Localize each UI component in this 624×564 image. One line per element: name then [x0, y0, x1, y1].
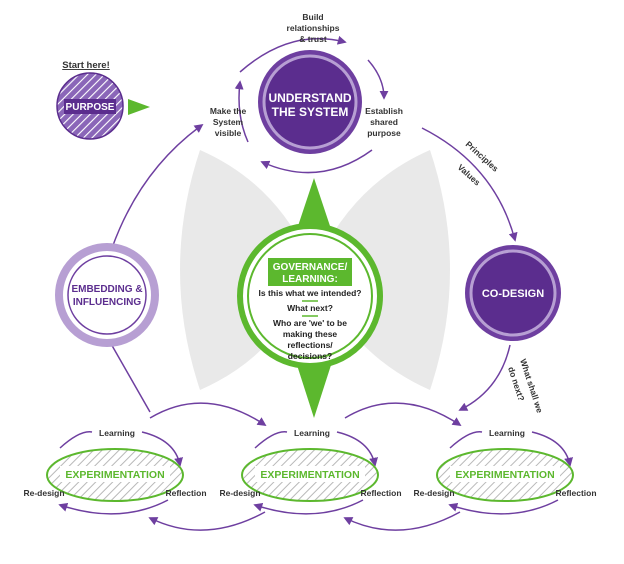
purpose-play-arrow [128, 99, 150, 115]
bridge-top-2-3 [344, 402, 462, 426]
loop1-arc-top [59, 431, 93, 449]
loop1-reflection: Reflection [165, 488, 206, 498]
connector-embedding-to-exp1 [109, 341, 151, 413]
start-here-label: Start here! [62, 60, 110, 71]
codesign-label: CO-DESIGN [482, 288, 544, 300]
values-label: Values [456, 162, 483, 188]
governance-q3-1: Who are 'we' to be [273, 318, 347, 328]
green-down-arrow [296, 362, 332, 418]
loop1-redesign: Re-design [23, 488, 64, 498]
embedding-label-1: EMBEDDING & [71, 284, 142, 295]
bridge-bottom-1-2 [148, 511, 266, 531]
loop2-redesign: Re-design [219, 488, 260, 498]
loop1-learning: Learning [99, 428, 135, 438]
build-label-1: Build [302, 12, 323, 22]
loop3-experimentation: EXPERIMENTATION [455, 469, 554, 481]
loop3-arc-bottom [448, 499, 559, 515]
governance-q2: What next? [287, 303, 333, 313]
understand-label-2: THE SYSTEM [272, 105, 349, 119]
ring-arrow-left [234, 80, 249, 143]
experimentation-loop-3[interactable]: EXPERIMENTATION Learning Re-design Refle… [413, 428, 597, 515]
embedding-label-2: INFLUENCING [73, 297, 142, 308]
arrow-embedding-to-system [111, 123, 204, 249]
loop3-arc-top-right [531, 431, 573, 467]
governance-q1: Is this what we intended? [259, 288, 362, 298]
make-visible-label-2: System [213, 117, 244, 127]
build-label-3: & trust [299, 34, 327, 44]
governance-q3-3: reflections/ [287, 340, 333, 350]
experimentation-loop-1[interactable]: EXPERIMENTATION Learning Re-design Refle… [23, 428, 207, 515]
embedding-node[interactable]: EMBEDDING & INFLUENCING [55, 243, 159, 347]
governance-node[interactable]: GOVERNANCE/ LEARNING: Is this what we in… [237, 223, 383, 369]
purpose-node[interactable]: PURPOSE [56, 72, 124, 140]
arrow-codesign-to-exp3 [458, 344, 511, 411]
loop3-arc-top [449, 431, 483, 449]
bridge-top-1-2 [149, 402, 267, 426]
understand-system-node[interactable]: UNDERSTAND THE SYSTEM [258, 50, 362, 154]
loop3-redesign: Re-design [413, 488, 454, 498]
establish-label-3: purpose [367, 128, 401, 138]
loop3-reflection: Reflection [555, 488, 596, 498]
loop1-arc-bottom [58, 499, 169, 515]
ring-arrow-bottom [260, 149, 373, 174]
make-visible-label-3: visible [215, 128, 242, 138]
experimentation-loop-2[interactable]: EXPERIMENTATION Learning Re-design Refle… [219, 428, 402, 515]
grey-band-right [314, 150, 450, 390]
establish-label-1: Establish [365, 106, 403, 116]
make-visible-label-1: Make the [210, 106, 247, 116]
bridge-bottom-2-3 [343, 511, 461, 531]
loop2-arc-top-right [336, 431, 378, 467]
purpose-label: PURPOSE [66, 102, 115, 113]
arrow-system-to-codesign [421, 127, 518, 242]
loop1-arc-top-right [141, 431, 183, 467]
loop2-learning: Learning [294, 428, 330, 438]
governance-q3-4: decisions? [288, 351, 332, 361]
establish-label-2: shared [370, 117, 398, 127]
ring-arrow-right [367, 59, 389, 100]
loop2-arc-bottom [253, 499, 364, 515]
loop2-reflection: Reflection [360, 488, 401, 498]
governance-title-2: LEARNING: [282, 274, 338, 285]
loop2-experimentation: EXPERIMENTATION [260, 469, 359, 481]
understand-label-1: UNDERSTAND [268, 91, 351, 105]
codesign-node[interactable]: CO-DESIGN [465, 245, 561, 341]
loop1-experimentation: EXPERIMENTATION [65, 469, 164, 481]
governance-title-1: GOVERNANCE/ [273, 262, 348, 273]
green-up-arrow [296, 178, 332, 232]
ring-arrow-top [239, 35, 347, 73]
loop2-arc-top [254, 431, 288, 449]
loop3-learning: Learning [489, 428, 525, 438]
build-label-2: relationships [287, 23, 340, 33]
governance-q3-2: making these [283, 329, 338, 339]
